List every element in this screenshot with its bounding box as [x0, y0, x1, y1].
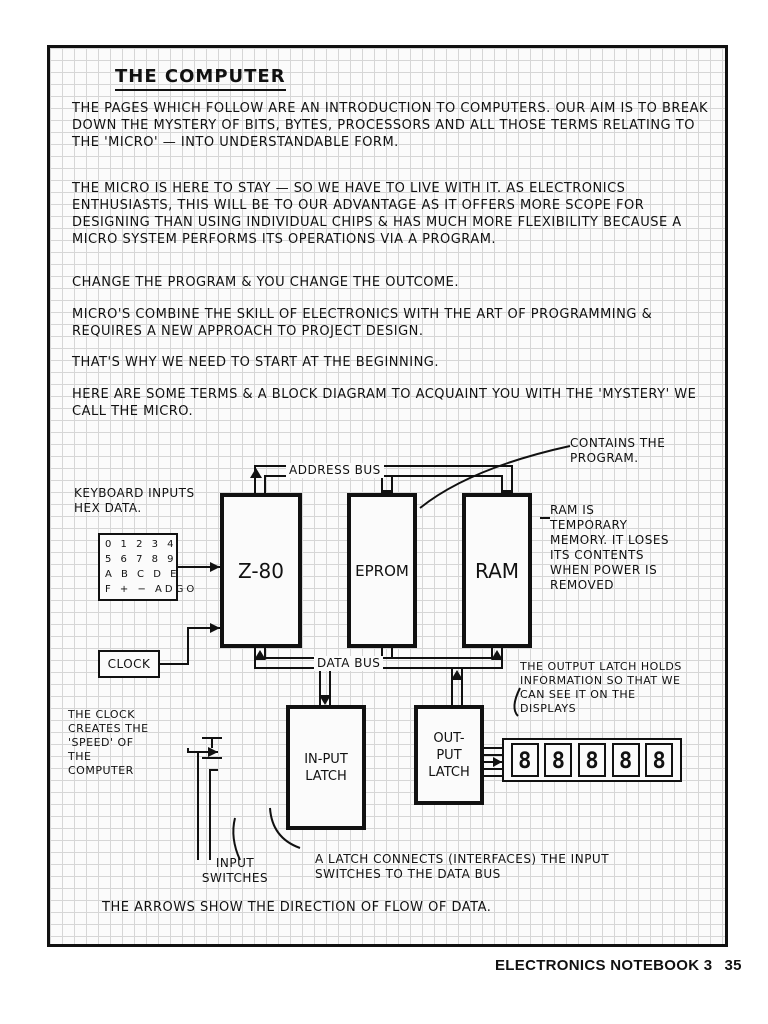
output-latch-label: OUT-PUT LATCH — [428, 730, 470, 780]
page-footer: ELECTRONICS NOTEBOOK 3 35 — [495, 957, 742, 974]
clock-block: CLOCK — [98, 650, 160, 678]
eprom-block: EPROM — [347, 493, 417, 648]
keypad-row: A B C D E — [105, 569, 180, 580]
ram-label: RAM — [474, 558, 520, 583]
display-digit: 8 — [611, 743, 640, 777]
program-paragraph: CHANGE THE PROGRAM & YOU CHANGE THE OUTC… — [72, 275, 460, 290]
keypad-row: 0 1 2 3 4 — [105, 539, 177, 550]
display-digit: 8 — [577, 743, 606, 777]
z80-cpu-block: Z-80 — [220, 493, 302, 648]
input-latch-block: IN-PUT LATCH — [286, 705, 366, 830]
clock-note: THE CLOCK CREATES THE 'SPEED' OF THE COM… — [68, 708, 149, 777]
eprom-label: EPROM — [355, 561, 409, 580]
ram-block: RAM — [462, 493, 532, 648]
keypad-row: 5 6 7 8 9 — [105, 554, 177, 565]
page-number: 35 — [724, 957, 742, 974]
page-title: THE COMPUTER — [115, 66, 286, 91]
ram-note: RAM IS TEMPORARY MEMORY. IT LOSES ITS CO… — [550, 503, 670, 592]
publication-name: ELECTRONICS NOTEBOOK 3 — [495, 957, 713, 974]
display-digit: 8 — [510, 743, 539, 777]
intro-paragraph: THE PAGES WHICH FOLLOW ARE AN INTRODUCTI… — [72, 101, 709, 150]
display-digit: 8 — [544, 743, 573, 777]
beginning-paragraph: THAT'S WHY WE NEED TO START AT THE BEGIN… — [72, 355, 440, 370]
skill-paragraph: MICRO'S COMBINE THE SKILL OF ELECTRONICS… — [72, 307, 653, 339]
address-bus-label: ADDRESS BUS — [286, 463, 384, 478]
terms-paragraph: HERE ARE SOME TERMS & A BLOCK DIAGRAM TO… — [72, 387, 697, 419]
keyboard-note: KEYBOARD INPUTS HEX DATA. — [74, 486, 195, 515]
notebook-page: THE COMPUTER THE PAGES WHICH FOLLOW ARE … — [47, 45, 728, 947]
clock-label: CLOCK — [107, 657, 151, 671]
output-latch-note: THE OUTPUT LATCH HOLDS INFORMATION SO TH… — [520, 660, 682, 715]
eprom-note: CONTAINS THE PROGRAM. — [570, 436, 666, 465]
arrows-note: THE ARROWS SHOW THE DIRECTION OF FLOW OF… — [102, 900, 492, 915]
latch-note: A LATCH CONNECTS (INTERFACES) THE INPUT … — [315, 852, 610, 881]
output-latch-block: OUT-PUT LATCH — [414, 705, 484, 805]
seven-segment-display: 8 8 8 8 8 — [502, 738, 682, 782]
block-diagram: ADDRESS BUS DATA BUS Z-80 EPROM RAM IN-P… — [50, 48, 725, 944]
input-latch-label: IN-PUT LATCH — [304, 751, 348, 784]
hex-keypad: 0 1 2 3 4 5 6 7 8 9 A B C D E F + − AdGo — [98, 533, 198, 601]
micro-paragraph: THE MICRO IS HERE TO STAY — SO WE HAVE T… — [72, 181, 682, 247]
display-digit: 8 — [645, 743, 674, 777]
keypad-row: F + − AdGo — [105, 584, 198, 595]
input-switches-note: INPUT SWITCHES — [201, 856, 269, 885]
data-bus-label: DATA BUS — [314, 656, 384, 671]
z80-cpu-label: Z-80 — [237, 558, 284, 583]
